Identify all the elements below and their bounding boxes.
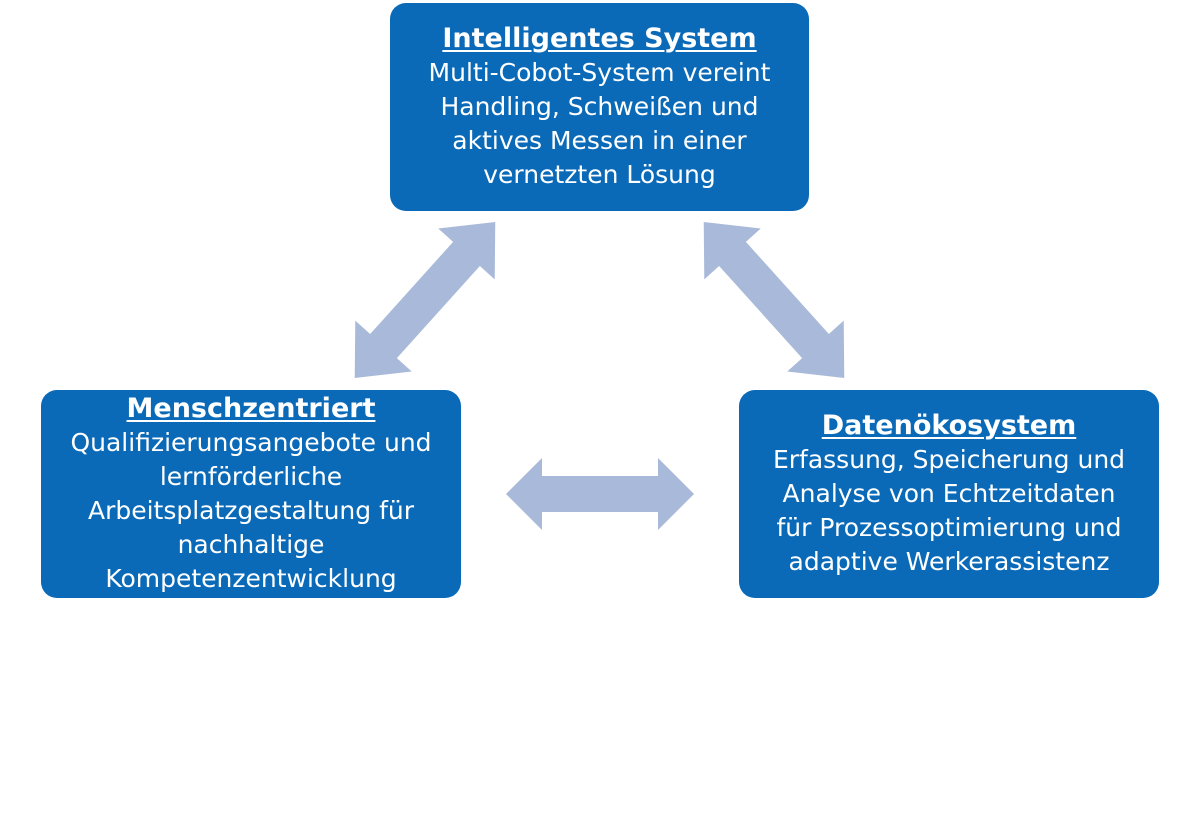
node-text-line: Arbeitsplatzgestaltung für <box>87 496 415 525</box>
arrow-top-right <box>703 221 845 379</box>
node-title: Menschzentriert <box>126 393 376 424</box>
node-text-line: nachhaltige <box>177 530 325 559</box>
node-text-line: Analyse von Echtzeitdaten <box>782 479 1116 508</box>
node-human-centered: Menschzentriert Qualifizierungsangebote … <box>41 390 461 598</box>
node-text-line: vernetzten Lösung <box>483 160 716 189</box>
node-text-line: aktives Messen in einer <box>452 126 747 155</box>
arrow-left-right <box>506 458 694 530</box>
node-data-ecosystem: Datenökosystem Erfassung, Speicherung un… <box>739 390 1159 598</box>
node-text-line: Kompetenzentwicklung <box>105 564 397 593</box>
node-text-line: Erfassung, Speicherung und <box>772 445 1126 474</box>
node-text-line: lernförderliche <box>159 462 343 491</box>
node-title: Intelligentes System <box>442 23 757 54</box>
node-text-line: Qualifizierungsangebote und <box>70 428 432 457</box>
node-text-line: Multi-Cobot-System vereint <box>428 58 771 87</box>
node-text-line: Handling, Schweißen und <box>440 92 759 121</box>
node-intelligent-system: Intelligentes System Multi-Cobot-System … <box>390 3 809 211</box>
arrow-top-left <box>354 221 496 379</box>
node-text-line: adaptive Werkerassistenz <box>788 547 1110 576</box>
node-text-line: für Prozessoptimierung und <box>776 513 1122 542</box>
node-title: Datenökosystem <box>821 410 1077 441</box>
